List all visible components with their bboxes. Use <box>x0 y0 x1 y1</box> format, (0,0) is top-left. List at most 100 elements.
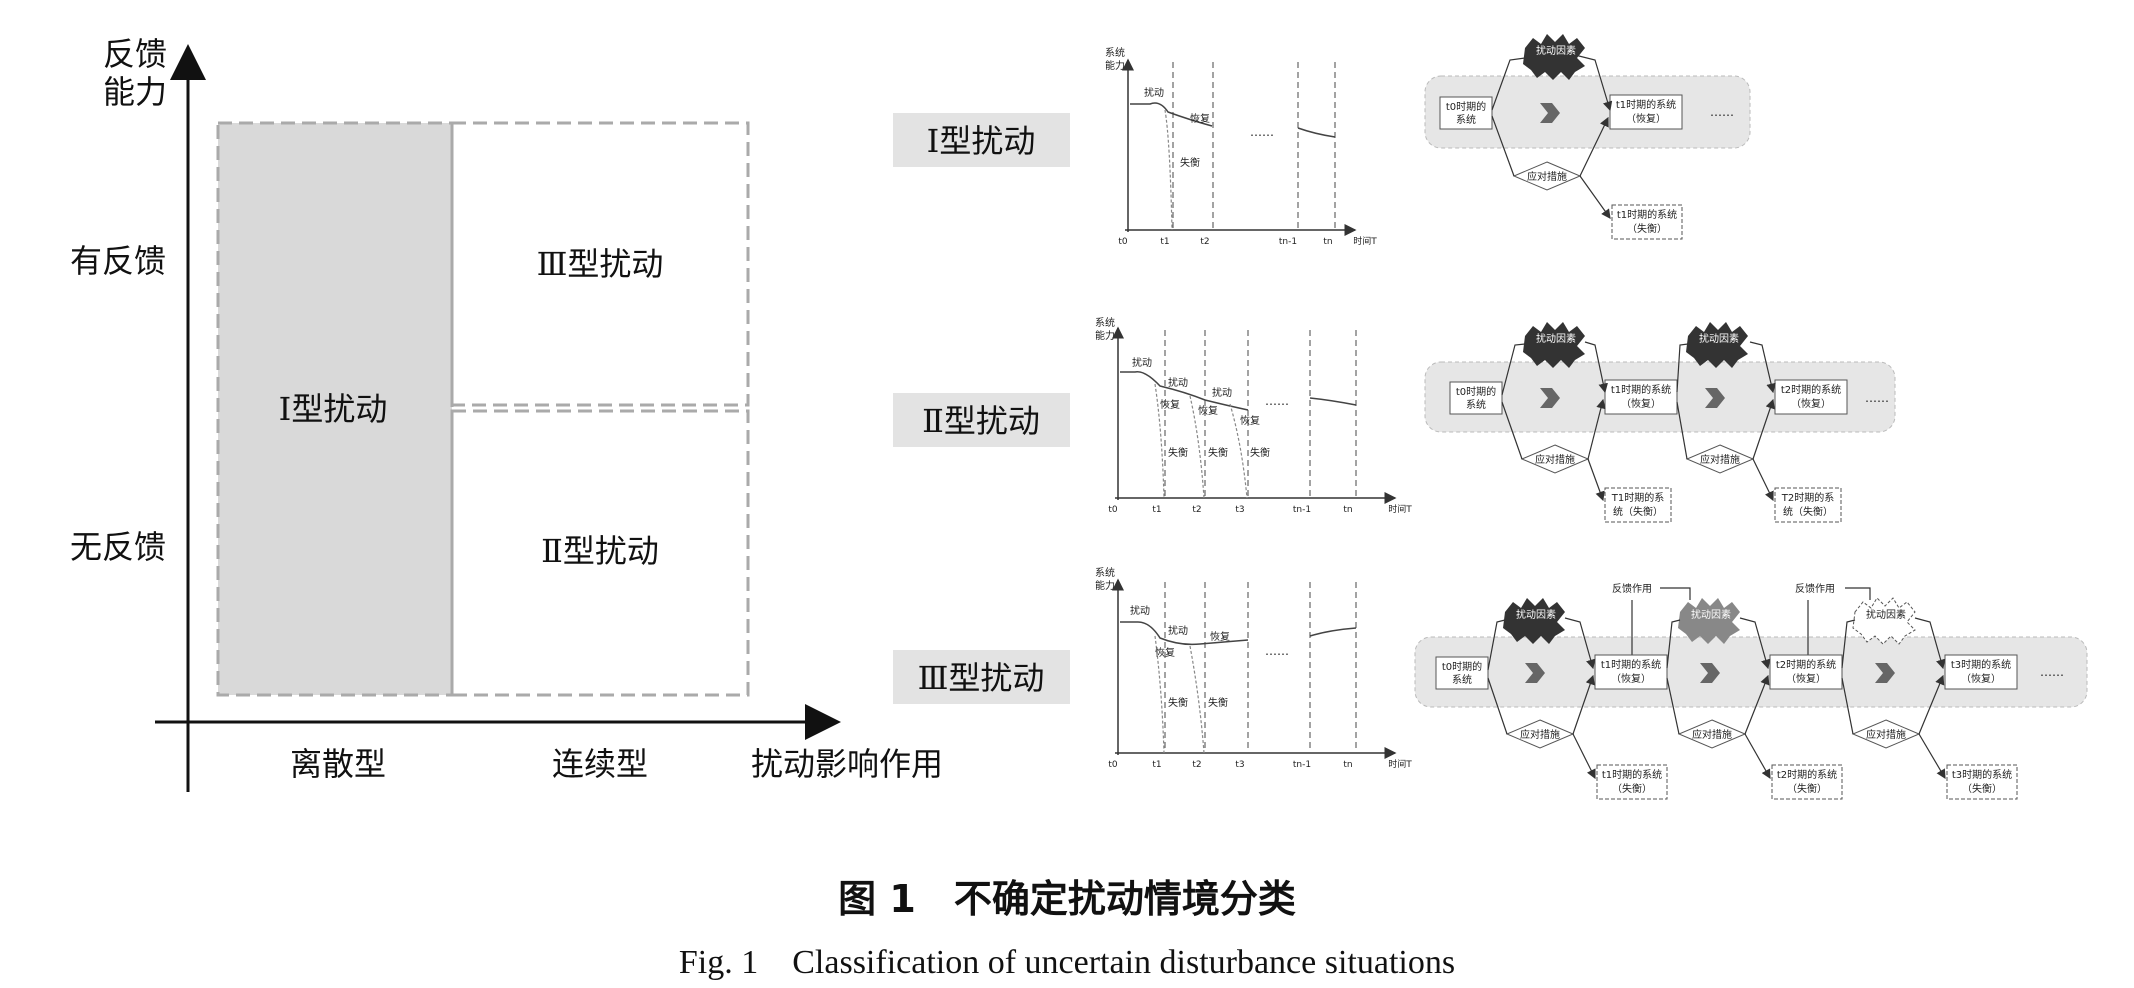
cell-nofeedback-continuous <box>450 409 750 697</box>
flow3-band <box>1414 636 2088 708</box>
flow3-t3-l1: t3时期的系统 <box>1951 658 2011 671</box>
plot3-dots: …… <box>1265 644 1289 658</box>
y-axis-label-2: 能力 <box>103 73 167 111</box>
caption-cn: 图 1 不确定扰动情境分类 <box>838 877 1296 921</box>
row-label-feedback: 有反馈 <box>70 242 166 280</box>
plot2-dots: …… <box>1265 394 1289 408</box>
plot1-ylabel-2: 能力 <box>1105 59 1125 72</box>
plot1-recover: 恢复 <box>1190 112 1210 125</box>
y-axis-label-1: 反馈 <box>103 35 167 73</box>
flow1-t1-box <box>1609 94 1683 130</box>
flow3-measure: 应对措施 <box>1866 728 1906 741</box>
plot1-fail: 失衡 <box>1180 156 1200 169</box>
plot1-tick: t2 <box>1200 237 1209 247</box>
flow3-f1-l1: t1时期的系统 <box>1602 768 1662 781</box>
plot2-fail: 失衡 <box>1208 446 1228 459</box>
plot2-tick: tn <box>1343 505 1352 515</box>
flow1-measure: 应对措施 <box>1527 170 1567 183</box>
plot2-ylabel-2: 能力 <box>1095 329 1115 342</box>
flow3-t2-l2: （恢复） <box>1786 672 1826 685</box>
type2-label-bg <box>893 393 1070 447</box>
plot2-recover: 恢复 <box>1198 404 1218 417</box>
flow2-factor: 扰动因素 <box>1699 332 1739 345</box>
type-labels: Ⅰ型扰动 Ⅱ型扰动 Ⅲ型扰动 <box>893 113 1070 704</box>
plot-type1: 系统 能力 扰动 恢复 失衡 …… t0 t1 t2 tn-1 tn 时间T <box>1105 46 1377 247</box>
flow2-measure: 应对措施 <box>1535 453 1575 466</box>
type1-label-bg <box>893 113 1070 167</box>
cell-feedback-label: Ⅲ型扰动 <box>537 245 664 283</box>
cell-nofeedback-label: Ⅱ型扰动 <box>541 532 659 570</box>
flow2-t2-l2: （恢复） <box>1791 397 1831 410</box>
flow1-fail-l1: t1时期的系统 <box>1617 208 1677 221</box>
x-axis-label: 扰动影响作用 <box>751 745 943 783</box>
flow2-dots: …… <box>1865 391 1889 405</box>
flow2-measure: 应对措施 <box>1700 453 1740 466</box>
flow1-t1-l1: t1时期的系统 <box>1616 98 1676 111</box>
flow1-t0-l2: 系统 <box>1456 113 1476 126</box>
plot1-tick: t1 <box>1160 237 1169 247</box>
flow3-f2-l2: （失衡） <box>1787 782 1827 795</box>
row-label-no-feedback: 无反馈 <box>70 528 166 566</box>
plot2-recover: 恢复 <box>1160 398 1180 411</box>
type2-label: Ⅱ型扰动 <box>922 402 1040 440</box>
cell-discrete-label: Ⅰ型扰动 <box>279 390 388 428</box>
plot1-fail-curve <box>1164 109 1173 231</box>
type3-label: Ⅲ型扰动 <box>918 659 1045 697</box>
plot2-tick: t2 <box>1192 505 1201 515</box>
flow1-t0-box <box>1439 96 1493 130</box>
plot1-dots: …… <box>1250 125 1274 139</box>
flow3-chevron-icon <box>1525 663 1545 683</box>
flow1-measure-diamond <box>1512 161 1582 191</box>
flow3-measure: 应对措施 <box>1692 728 1732 741</box>
plot2-tick: t0 <box>1108 505 1118 515</box>
plot1-tick: t0 <box>1118 237 1128 247</box>
flow3-chevron-icon <box>1700 663 1720 683</box>
flow3-t0-l1: t0时期的 <box>1442 660 1482 673</box>
flow3-feedback: 反馈作用 <box>1612 582 1652 595</box>
col-label-discrete: 离散型 <box>290 745 386 783</box>
plot2-disturb: 扰动 <box>1168 376 1188 389</box>
plot3-recover: 恢复 <box>1210 630 1230 643</box>
flow1-chevron-icon <box>1540 103 1560 123</box>
flow3-f3-l2: （失衡） <box>1962 782 2002 795</box>
plot2-tick: tn-1 <box>1293 505 1311 515</box>
plot1-tick: tn-1 <box>1279 237 1297 247</box>
plot3-tick: tn-1 <box>1293 760 1311 770</box>
plot1-ylabel-1: 系统 <box>1105 46 1125 59</box>
plot1-recover-curve <box>1130 102 1213 127</box>
flow2-t1-l1: t1时期的系统 <box>1611 383 1671 396</box>
plot1-tail-curve <box>1297 127 1336 138</box>
cell-discrete <box>216 121 454 697</box>
plot2-recover: 恢复 <box>1240 414 1260 427</box>
plot3-ylabel-1: 系统 <box>1095 566 1115 579</box>
flow3-t2-l1: t2时期的系统 <box>1776 658 1836 671</box>
flow2-t0-l2: 系统 <box>1466 398 1486 411</box>
cell-feedback-continuous <box>450 121 750 407</box>
plot2-tick: t1 <box>1152 505 1161 515</box>
plot3-ylabel-2: 能力 <box>1095 579 1115 592</box>
flow1-fail-box <box>1611 204 1683 240</box>
flow3-chevron-icon <box>1875 663 1895 683</box>
plot3-recover-curve <box>1120 621 1249 646</box>
plot-type2: 系统 能力 扰动 扰动 扰动 恢复 恢复 恢复 失衡 失衡 失衡 …… t0 t… <box>1095 316 1412 515</box>
plot3-tick: t3 <box>1235 760 1244 770</box>
flow3-f1-l2: （失衡） <box>1612 782 1652 795</box>
flow2-T1-l1: T1时期的系 <box>1611 491 1664 504</box>
flow1-fail-l2: （失衡） <box>1627 222 1667 235</box>
flow3-f3-l1: t3时期的系统 <box>1952 768 2012 781</box>
plot2-tick: t3 <box>1235 505 1244 515</box>
plot2-fail: 失衡 <box>1250 446 1270 459</box>
plot2-recover-curve <box>1120 371 1249 411</box>
plot1-disturb: 扰动 <box>1144 86 1164 99</box>
flow2-t1-l2: （恢复） <box>1621 397 1661 410</box>
flow2-factor: 扰动因素 <box>1536 332 1576 345</box>
flow3-factor: 扰动因素 <box>1866 608 1906 621</box>
flow1-factor-burst <box>1523 34 1585 80</box>
plot3-disturb: 扰动 <box>1168 624 1188 637</box>
flow2-t2-l1: t2时期的系统 <box>1781 383 1841 396</box>
flow1-t1-l2: （恢复） <box>1626 112 1666 125</box>
flow3-feedback: 反馈作用 <box>1795 582 1835 595</box>
flow1-factor: 扰动因素 <box>1536 44 1576 57</box>
plot3-xlabel: 时间T <box>1388 758 1412 770</box>
